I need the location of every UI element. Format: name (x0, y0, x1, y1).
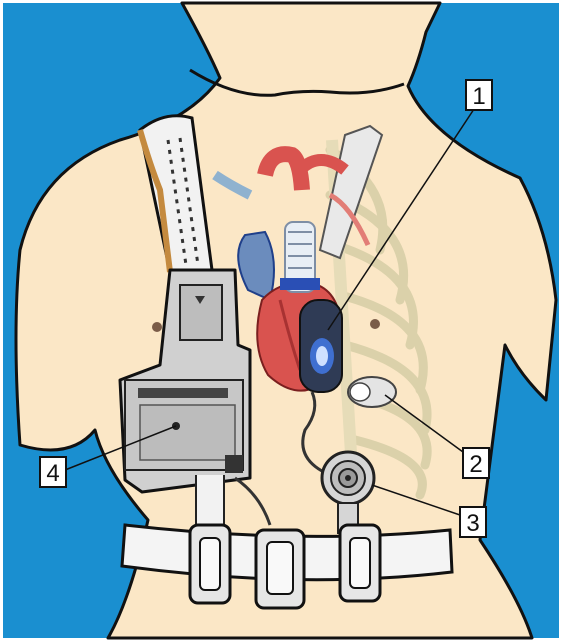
left-nipple (152, 322, 162, 332)
battery-device (348, 377, 396, 407)
label-3-text: 3 (466, 510, 479, 537)
callout-3: 3 (460, 507, 486, 537)
outflow-graft (280, 222, 320, 292)
label-2-text: 2 (469, 451, 482, 478)
callout-4: 4 (40, 457, 66, 487)
callout-2: 2 (463, 448, 489, 478)
callout-1: 1 (466, 80, 492, 110)
label-4-text: 4 (46, 460, 59, 487)
pump-device (300, 300, 342, 392)
label-1-text: 1 (472, 83, 485, 110)
right-nipple (370, 319, 380, 329)
